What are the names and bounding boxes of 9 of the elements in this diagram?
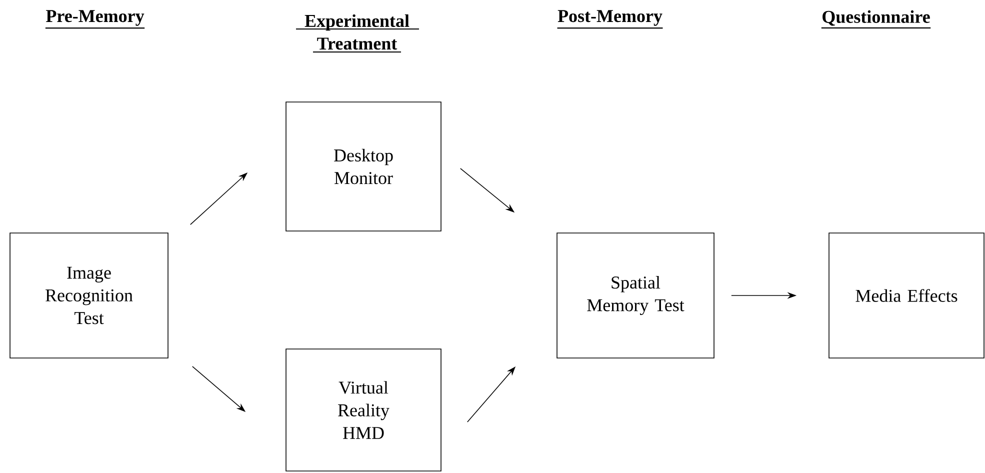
column-heading: Questionnaire xyxy=(821,10,931,28)
column-heading: Pre-Memory xyxy=(45,10,145,29)
process-box: Desktop Monitor xyxy=(286,102,442,232)
process-box: Virtual Reality HMD xyxy=(286,348,442,472)
column-heading: Post-Memory xyxy=(557,10,663,29)
process-box: Spatial Memory Test xyxy=(556,232,714,358)
process-box: Image Recognition Test xyxy=(10,232,168,358)
column-heading: Experimental Treatment xyxy=(296,14,419,53)
process-box: Media Effects xyxy=(828,232,984,358)
